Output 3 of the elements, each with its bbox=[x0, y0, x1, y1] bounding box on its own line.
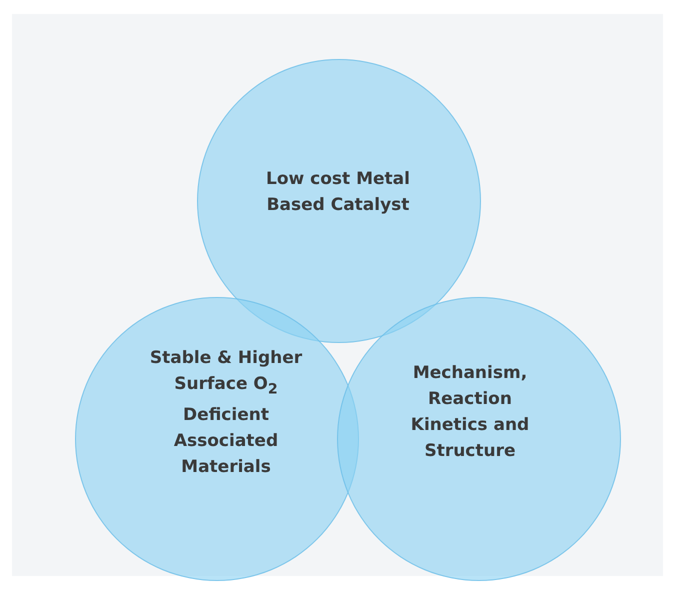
circle-label: Low cost Metal Based Catalyst bbox=[265, 168, 411, 217]
circle-label: Mechanism, Reaction Kinetics and Structure bbox=[410, 362, 530, 463]
circle-label: Stable & Higher Surface O$_{2}$ Deficient Associated Materials bbox=[148, 346, 304, 479]
